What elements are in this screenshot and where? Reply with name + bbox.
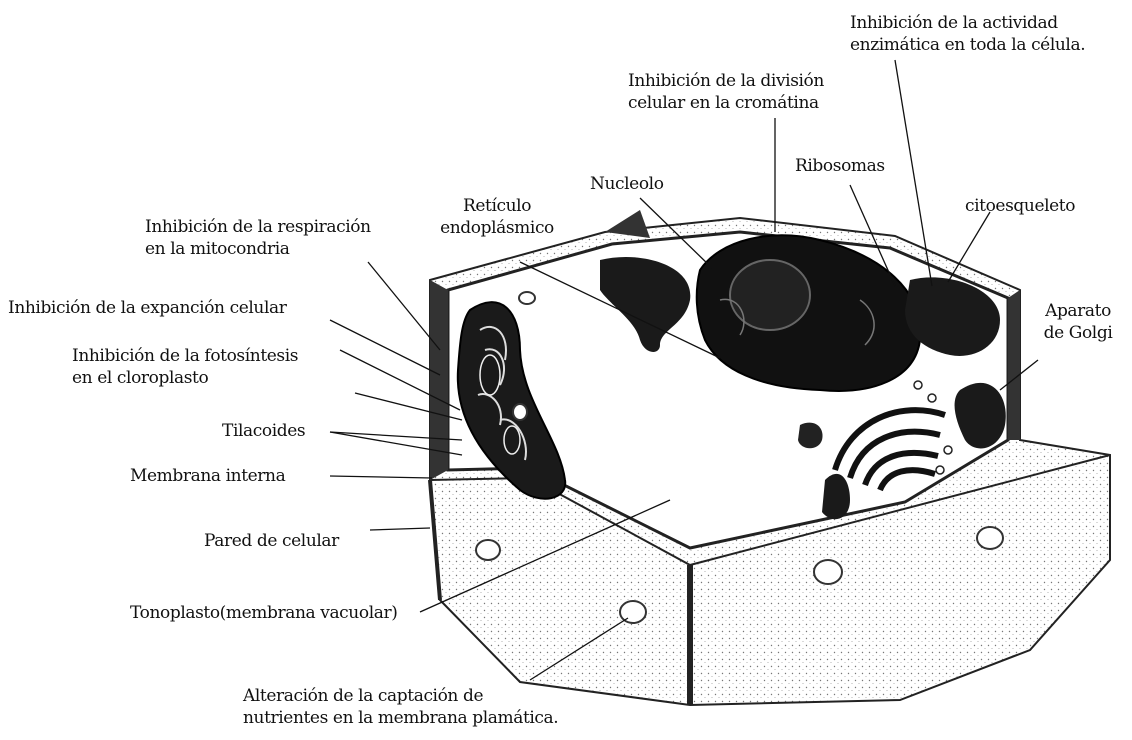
- pit: [620, 601, 646, 623]
- label-thylakoids: Tilacoides: [222, 420, 305, 442]
- nucleolus-shape: [730, 260, 810, 330]
- pit: [977, 527, 1003, 549]
- label-cytoskeleton: citoesqueleto: [965, 195, 1075, 217]
- label-tonoplast: Tonoplasto(membrana vacuolar): [130, 602, 397, 624]
- pit: [814, 560, 842, 584]
- label-inner-membrane: Membrana interna: [130, 465, 285, 487]
- label-nucleolus: Nucleolo: [590, 173, 664, 195]
- label-ribosomes: Ribosomas: [795, 155, 885, 177]
- label-cell-wall: Pared de celular: [204, 530, 339, 552]
- pit: [476, 540, 500, 560]
- label-expansion-inhibition: Inhibición de la expanción celular: [8, 297, 286, 319]
